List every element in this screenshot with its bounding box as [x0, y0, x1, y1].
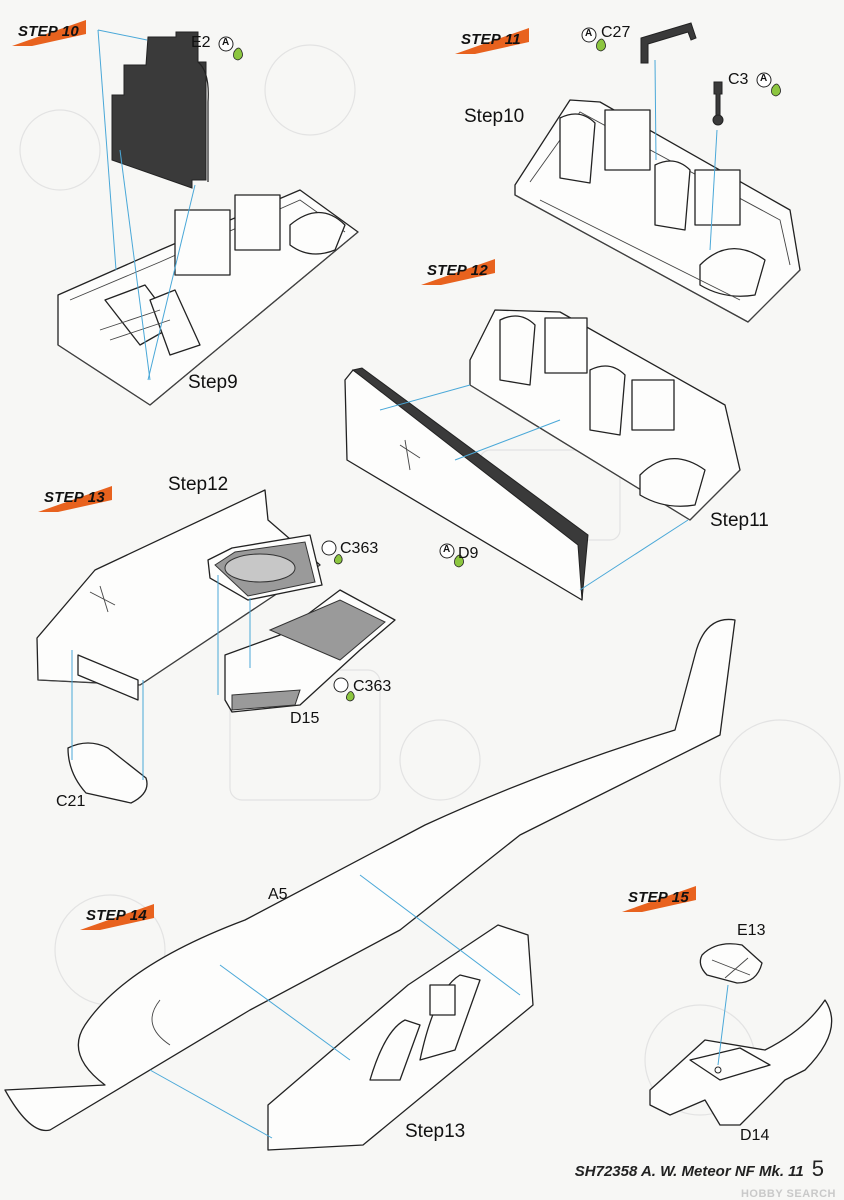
label-step13: Step13 — [405, 1121, 466, 1142]
label-c21: C21 — [56, 793, 86, 810]
label-d9: D9 — [458, 545, 479, 562]
step10-drawing — [57, 29, 359, 406]
label-e2: E2 — [191, 34, 211, 51]
label-d15: D15 — [290, 710, 320, 727]
paint-code: A — [585, 28, 593, 39]
product-code: SH72358 A. W. Meteor NF Mk. 11 — [574, 1163, 804, 1180]
label-c363-bottom: C363 — [353, 678, 392, 695]
page-number: 5 — [811, 1156, 824, 1181]
part-e2-armour-plate — [111, 31, 207, 189]
watermark: HOBBY SEARCH — [740, 1188, 836, 1200]
cockpit-seat-front — [174, 209, 231, 276]
step15-drawing — [649, 943, 833, 1126]
cockpit-seat-a — [559, 113, 596, 184]
step14-drawing — [4, 618, 736, 1151]
part-c21 — [67, 742, 148, 804]
paint-code: A — [443, 544, 451, 555]
cockpit-seat-b — [654, 160, 691, 231]
part-c27 — [640, 22, 697, 64]
part-e13 — [699, 943, 763, 984]
label-e13: E13 — [737, 922, 766, 939]
label-step12: Step12 — [168, 474, 229, 495]
label-c27: C27 — [601, 24, 631, 41]
label-step11: Step11 — [710, 510, 769, 531]
page-footer: SH72358 A. W. Meteor NF Mk. 11 5 — [575, 1156, 824, 1182]
step12-drawing — [344, 309, 741, 601]
part-a5-fuselage — [4, 618, 736, 1132]
label-step10: Step10 — [464, 106, 525, 127]
label-c363-top: C363 — [340, 540, 379, 557]
paint-code: A — [222, 37, 230, 48]
label-step9: Step9 — [188, 372, 238, 393]
label-a5: A5 — [268, 886, 288, 903]
step11-drawing — [514, 22, 801, 323]
label-c3: C3 — [728, 71, 749, 88]
step13-drawing — [36, 489, 396, 804]
paint-code: A — [760, 73, 768, 84]
part-c363-bottom — [268, 599, 386, 661]
label-d14: D14 — [740, 1127, 770, 1144]
part-d9-dark-edge — [351, 367, 589, 601]
